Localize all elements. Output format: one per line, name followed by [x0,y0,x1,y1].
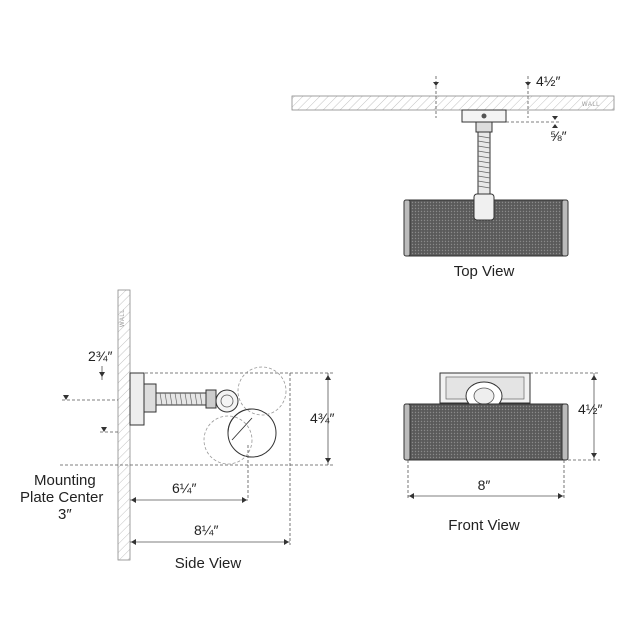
side-shade-ghost-down [203,415,253,465]
front-view: 4½″ 8″ Front View [403,372,602,534]
top-plate-screw [481,113,487,119]
side-mounting-plate [129,372,145,426]
top-wall-label: WALL [582,102,600,108]
side-view-caption: Side View [175,555,242,572]
top-view-caption: Top View [454,263,515,280]
side-full-extension-dim: 8¼″ [194,522,218,538]
top-depth-dim: 4½″ [536,73,560,89]
top-arm-base [475,121,493,133]
side-top-offset-dim: 2¾″ [88,348,112,364]
side-arm-base [143,383,157,413]
front-width-dim: 8″ [478,477,491,493]
front-height-dim: 4½″ [578,401,602,417]
top-plate-dim: ⅝″ [550,128,567,144]
side-knuckle [215,389,239,413]
side-view: WALL 2¾″ 4¾″ [20,289,335,572]
side-threaded-arm [155,392,209,406]
side-mounting-value: 3″ [58,506,72,523]
front-shade [407,403,565,461]
top-view: WALL 4½″ ⅝″ [291,73,615,280]
side-shade [227,408,277,458]
side-mid-extension-dim: 6¼″ [172,480,196,496]
side-shade-ghost-up [237,366,287,416]
side-height-dim: 4¾″ [310,410,334,426]
front-view-caption: Front View [448,517,520,534]
side-mounting-label-line2: Plate Center [20,489,103,506]
side-wall [117,289,131,561]
top-knuckle [473,193,495,221]
side-wall-label: WALL [120,309,126,327]
top-threaded-arm [477,131,491,195]
side-mounting-label-line1: Mounting [34,472,96,489]
top-wall [291,95,615,111]
